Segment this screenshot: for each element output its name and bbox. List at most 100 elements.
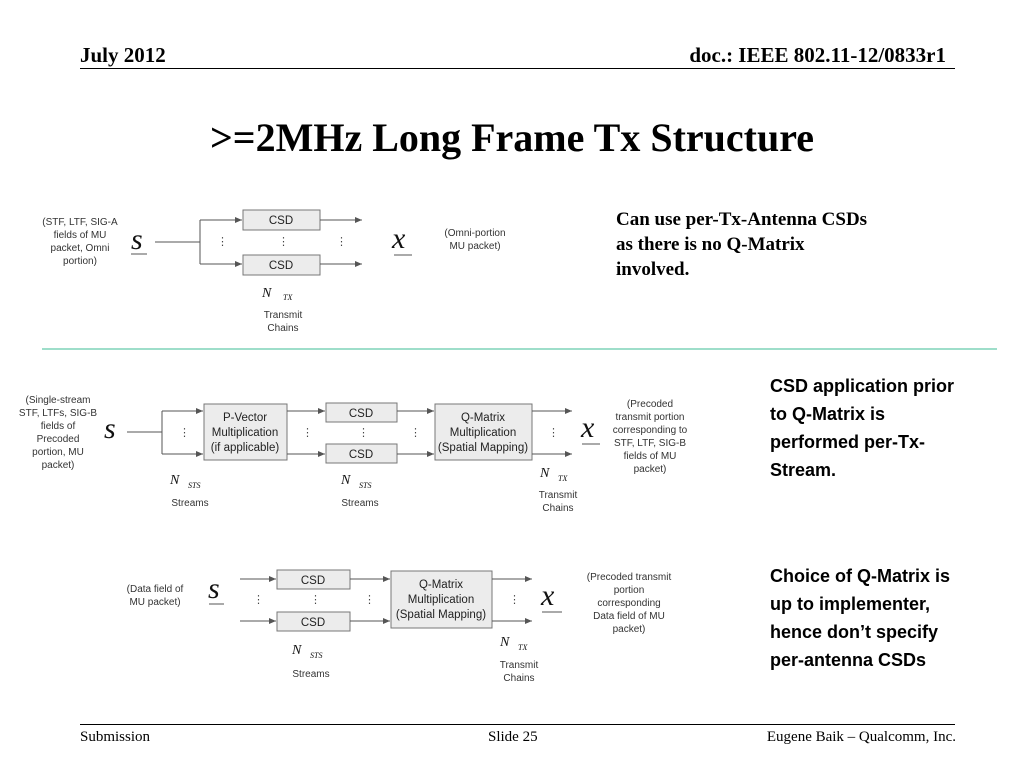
d2-output-desc-line: corresponding to — [613, 425, 688, 436]
note-2-line: performed per-Tx- — [770, 432, 926, 452]
d3-qmatrix-box — [390, 570, 493, 629]
footer-submission: Submission — [80, 729, 151, 745]
footer-author: Eugene Baik – Qualcomm, Inc. — [766, 729, 956, 745]
d3-input-symbol: s — [208, 572, 220, 605]
d2-qmatrix-label-line: Multiplication — [450, 427, 516, 439]
d3-input-desc-line: (Data field of — [127, 584, 184, 595]
d1-input-desc-line: packet, Omni — [51, 243, 110, 254]
d3-ellipsis: ⋮ — [509, 594, 520, 606]
d1-input-desc-line: (STF, LTF, SIG-A — [42, 217, 118, 228]
d2-input-desc-line: (Single-stream — [25, 395, 90, 406]
d3-csd-bottom-label: CSD — [301, 617, 325, 629]
header-date: July 2012 — [80, 43, 166, 67]
d2-ntx-symbol: N — [539, 466, 550, 481]
diagram-precoded-portion: (Single-stream STF, LTFs, SIG-B fields o… — [19, 395, 688, 514]
d2-nsts-sub: STS — [359, 481, 371, 490]
d2-output-desc-line: packet) — [634, 464, 667, 475]
d2-output-desc-line: fields of MU — [624, 451, 677, 462]
d2-qmatrix-label-line: Q-Matrix — [461, 412, 505, 424]
d2-output-desc-line: (Precoded — [627, 399, 673, 410]
d3-output-desc-line: (Precoded transmit — [587, 572, 672, 583]
d1-ellipsis: ⋮ — [278, 236, 289, 248]
d3-chains-label-line: Transmit — [500, 660, 539, 671]
footer-slide-number: Slide 25 — [488, 729, 538, 745]
d3-qmatrix-label-line: Multiplication — [408, 594, 474, 606]
d3-ntx-sub: TX — [518, 643, 528, 652]
d1-csd-bottom-box — [242, 254, 321, 276]
d2-pvector-box — [203, 403, 288, 461]
d3-streams-label: Streams — [292, 669, 329, 680]
d2-qmatrix-label-line: (Spatial Mapping) — [438, 442, 528, 454]
d3-output-desc-line: portion — [614, 585, 645, 596]
d3-output-desc-line: packet) — [613, 624, 646, 635]
d2-output-desc-line: STF, LTF, SIG-B — [614, 438, 686, 449]
note-1-line: Can use per-Tx-Antenna CSDs — [616, 209, 868, 230]
d2-qmatrix-box — [434, 403, 533, 461]
d2-ellipsis: ⋮ — [548, 427, 559, 439]
d3-ellipsis: ⋮ — [364, 594, 375, 606]
d3-qmatrix-label-line: (Spatial Mapping) — [396, 609, 486, 621]
d3-chains-label-line: Chains — [503, 673, 534, 684]
d1-chains-label-line: Chains — [267, 323, 298, 334]
d1-ntx-sub: TX — [283, 293, 293, 302]
note-3-line: up to implementer, — [770, 594, 931, 614]
slide-title: >=2MHz Long Frame Tx Structure — [209, 115, 815, 160]
d3-ellipsis: ⋮ — [253, 594, 264, 606]
d2-output-symbol: x — [580, 411, 595, 444]
note-2-line: Stream. — [770, 460, 837, 480]
note-1-line: as there is no Q-Matrix — [616, 234, 805, 255]
d2-pvector-label-line: Multiplication — [212, 427, 278, 439]
d2-pvector-label-line: P-Vector — [223, 412, 267, 424]
d3-ntx-symbol: N — [499, 635, 510, 650]
diagram-omni-portion: (STF, LTF, SIG-A fields of MU packet, Om… — [42, 209, 506, 334]
d3-output-symbol: x — [540, 579, 555, 612]
d2-csd-top-box — [325, 402, 398, 423]
d2-input-desc-line: packet) — [42, 460, 75, 471]
d1-csd-top-label: CSD — [269, 215, 293, 227]
d1-input-symbol: s — [131, 223, 143, 256]
d2-streams-label: Streams — [171, 498, 208, 509]
d1-ellipsis: ⋮ — [217, 236, 228, 248]
note-1-line: involved. — [616, 259, 690, 280]
d2-pvector-label-line: (if applicable) — [211, 442, 280, 454]
d2-input-desc-line: Precoded — [37, 434, 80, 445]
note-3: Choice of Q-Matrix is up to implementer,… — [770, 562, 1010, 674]
d2-streams-label: Streams — [341, 498, 378, 509]
d1-input-desc-line: fields of MU — [54, 230, 107, 241]
header-doc-id: doc.: IEEE 802.11-12/0833r1 — [689, 43, 946, 67]
d3-output-desc-line: corresponding — [597, 598, 660, 609]
note-2-line: to Q-Matrix is — [770, 404, 886, 424]
note-1: Can use per-Tx-Antenna CSDs as there is … — [616, 207, 946, 282]
d2-input-desc-line: fields of — [41, 421, 76, 432]
d2-input-symbol: s — [104, 412, 116, 445]
d1-chains-label-line: Transmit — [264, 310, 303, 321]
d2-nsts-sub: STS — [188, 481, 200, 490]
footer-rule — [80, 724, 955, 725]
d2-input-desc-line: STF, LTFs, SIG-B — [19, 408, 97, 419]
d3-output-desc-line: Data field of MU — [593, 611, 665, 622]
note-2: CSD application prior to Q-Matrix is per… — [770, 372, 1010, 484]
d3-qmatrix-label-line: Q-Matrix — [419, 579, 463, 591]
d3-nsts-symbol: N — [291, 643, 302, 658]
diagram-data-field: (Data field of MU packet) s ⋮ CSD CSD ⋮ … — [127, 569, 672, 684]
d2-csd-bottom-label: CSD — [349, 449, 373, 461]
d2-csd-top-label: CSD — [349, 408, 373, 420]
d2-ellipsis: ⋮ — [302, 427, 313, 439]
d2-chains-label-line: Transmit — [539, 490, 578, 501]
note-3-line: per-antenna CSDs — [770, 650, 927, 670]
d2-ntx-sub: TX — [558, 474, 568, 483]
d2-nsts-symbol: N — [169, 473, 180, 488]
d1-output-desc-line: MU packet) — [449, 241, 500, 252]
d2-input-desc-line: portion, MU — [32, 447, 84, 458]
d3-input-desc-line: MU packet) — [129, 597, 180, 608]
note-3-line: Choice of Q-Matrix is — [770, 566, 951, 586]
d3-nsts-sub: STS — [310, 651, 322, 660]
header-rule — [80, 68, 955, 69]
d2-ellipsis: ⋮ — [179, 427, 190, 439]
d1-output-desc-line: (Omni-portion — [444, 228, 505, 239]
d1-input-desc-line: portion) — [63, 256, 97, 267]
d3-ellipsis: ⋮ — [310, 594, 321, 606]
d3-csd-top-label: CSD — [301, 575, 325, 587]
d1-ellipsis: ⋮ — [336, 236, 347, 248]
